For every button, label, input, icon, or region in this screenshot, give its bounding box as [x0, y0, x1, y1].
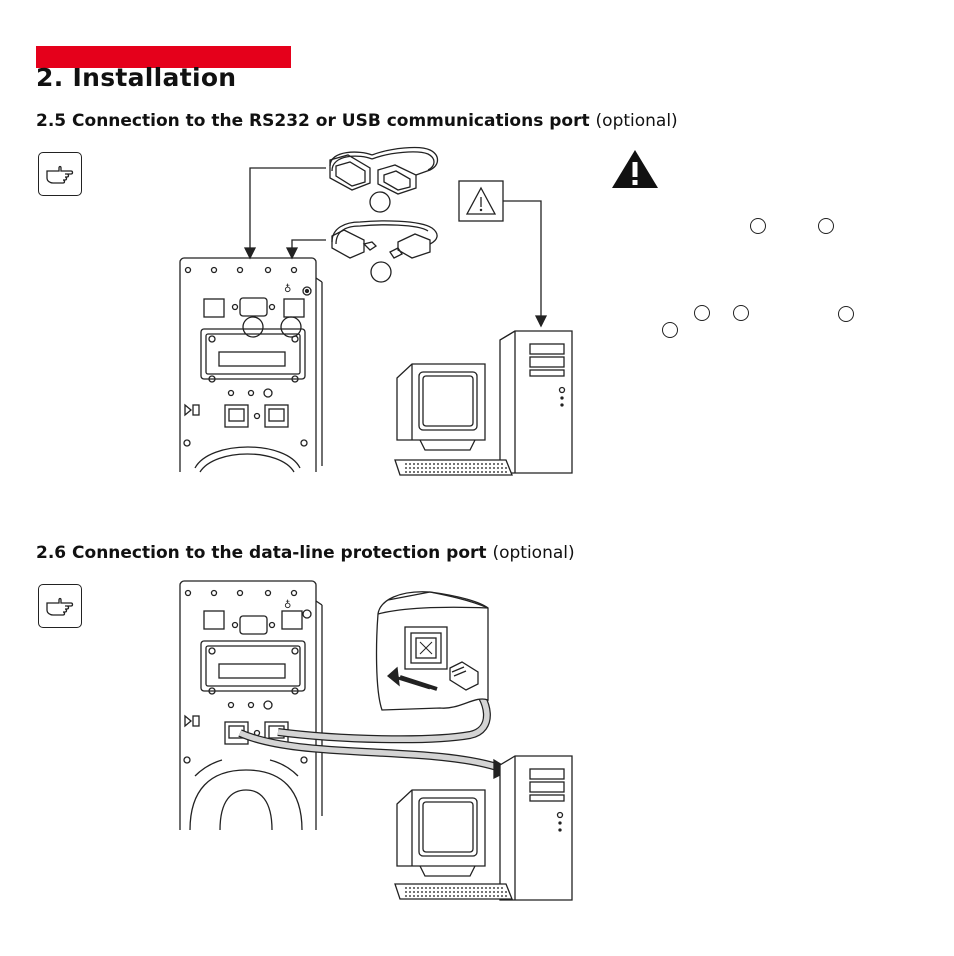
- callout-circle: [750, 218, 766, 234]
- usb-cable: [331, 220, 438, 283]
- section-2-6-heading: 2.6 Connection to the data-line protecti…: [36, 543, 575, 563]
- svg-text:♁: ♁: [284, 283, 291, 295]
- callout-circle: [838, 306, 854, 322]
- warning-triangle-icon: [610, 148, 660, 194]
- callout-circle: [694, 305, 710, 321]
- computer-1: [394, 330, 573, 476]
- section-2-5-heading: 2.5 Connection to the RS232 or USB commu…: [36, 111, 678, 131]
- computer-2: [394, 755, 573, 901]
- callout-circle: [662, 322, 678, 338]
- pointing-hand-icon: [38, 584, 82, 628]
- callout-circle: [818, 218, 834, 234]
- section-2-5-title: 2.5 Connection to the RS232 or USB commu…: [36, 111, 590, 131]
- wall-jack: [375, 591, 489, 711]
- ups-rear-panel: ♁: [179, 257, 323, 473]
- section-2-6-optional: (optional): [492, 543, 575, 563]
- section-2-6-title: 2.6 Connection to the data-line protecti…: [36, 543, 487, 563]
- rs232-cable: [329, 146, 439, 213]
- svg-text:♁: ♁: [284, 599, 291, 611]
- chapter-color-bar: [36, 46, 291, 68]
- section-2-5-optional: (optional): [595, 111, 678, 131]
- data-line-protection-diagram: ♁: [179, 580, 573, 901]
- callout-circle: [733, 305, 749, 321]
- pointing-hand-icon: [38, 152, 82, 196]
- chapter-title: 2. Installation: [36, 63, 237, 92]
